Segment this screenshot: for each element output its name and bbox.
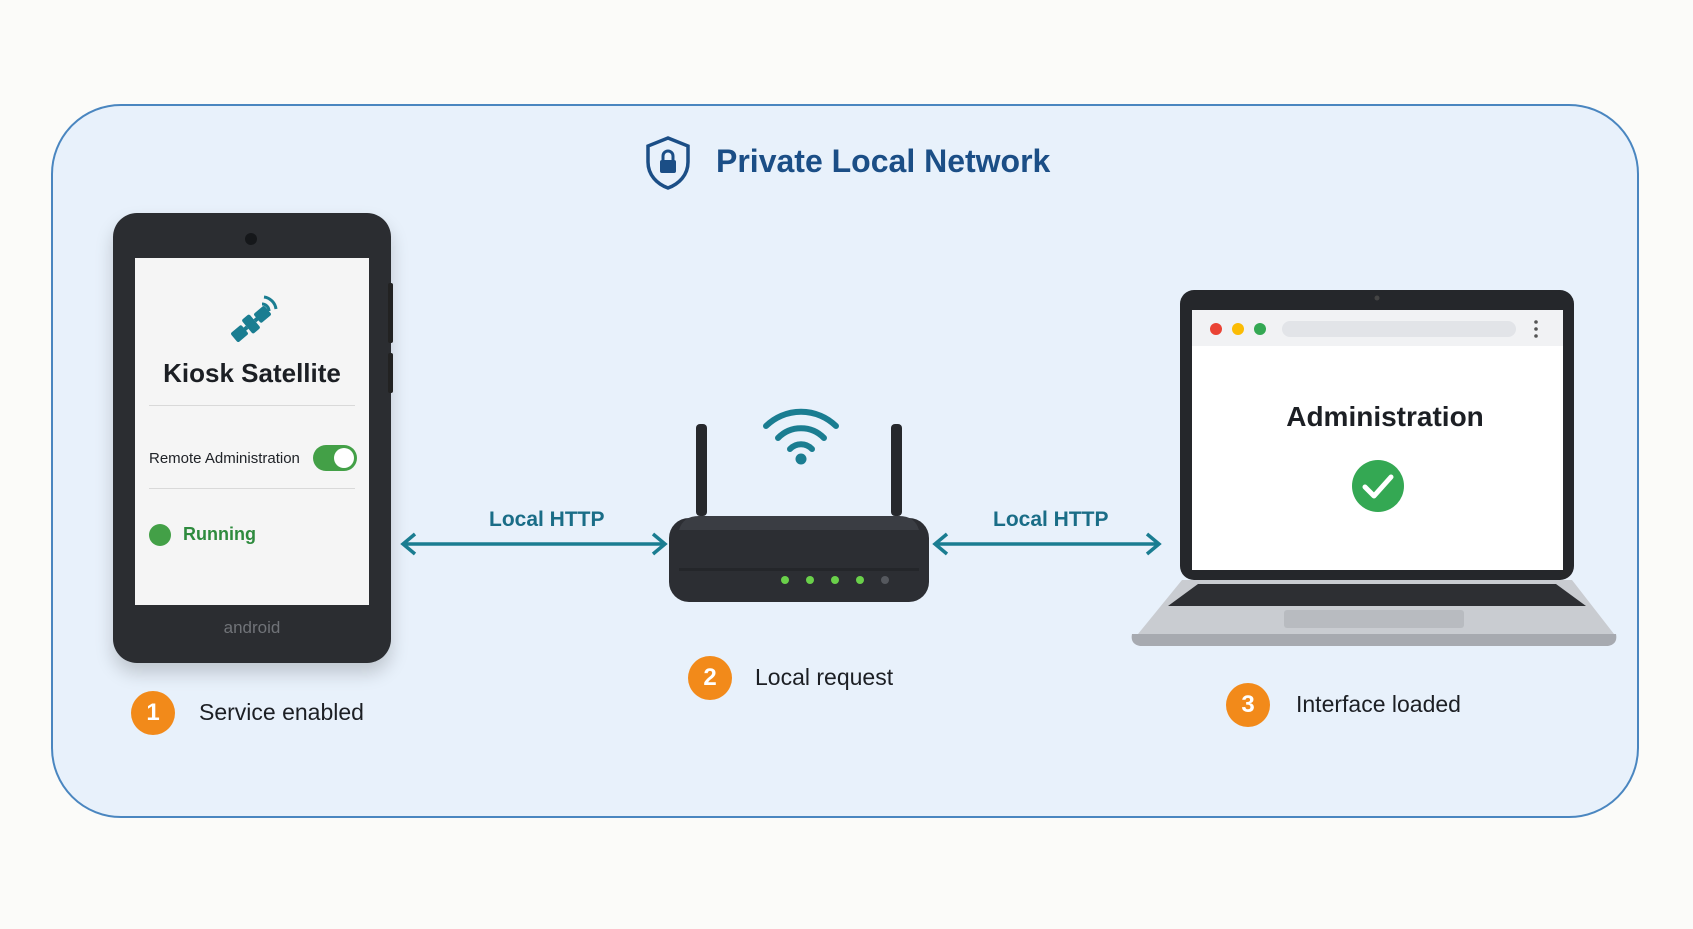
toggle-knob	[334, 448, 354, 468]
divider	[149, 405, 355, 406]
remote-admin-label: Remote Administration	[149, 450, 300, 467]
step-1-badge: 1	[131, 691, 175, 735]
divider	[149, 488, 355, 489]
tablet-camera	[245, 233, 257, 245]
tablet-screen: Kiosk Satellite Remote Administration Ru…	[135, 258, 369, 605]
tablet-power-button	[388, 353, 393, 393]
connection-label: Local HTTP	[489, 508, 605, 531]
connection-label: Local HTTP	[993, 508, 1109, 531]
app-title: Kiosk Satellite	[163, 358, 341, 388]
step-1-label: Service enabled	[199, 699, 364, 725]
remote-admin-toggle[interactable]	[313, 445, 357, 471]
step-2-badge: 2	[688, 656, 732, 700]
laptop	[1131, 290, 1617, 646]
left-bidirectional-arrow	[400, 532, 668, 556]
status-dot	[149, 524, 171, 546]
step-2-label: Local request	[755, 664, 894, 690]
admin-page-title: Administration	[1286, 401, 1484, 432]
wifi-icon	[763, 408, 839, 465]
maximize-dot	[1254, 323, 1266, 335]
check-circle-icon	[1352, 460, 1404, 512]
satellite-icon	[231, 295, 278, 342]
android-tablet: Kiosk Satellite Remote Administration Ru…	[113, 213, 393, 663]
step-3-badge: 3	[1226, 683, 1270, 727]
right-bidirectional-arrow	[932, 532, 1162, 556]
network-title: Private Local Network	[716, 143, 1051, 179]
address-bar	[1282, 321, 1516, 337]
tablet-volume-button	[388, 283, 393, 343]
step-3-label: Interface loaded	[1296, 691, 1461, 717]
shield-lock-icon	[646, 136, 690, 190]
tablet-brand-label: android	[223, 618, 281, 637]
wifi-router	[669, 424, 929, 602]
close-dot	[1210, 323, 1222, 335]
status-text: Running	[183, 524, 256, 544]
minimize-dot	[1232, 323, 1244, 335]
